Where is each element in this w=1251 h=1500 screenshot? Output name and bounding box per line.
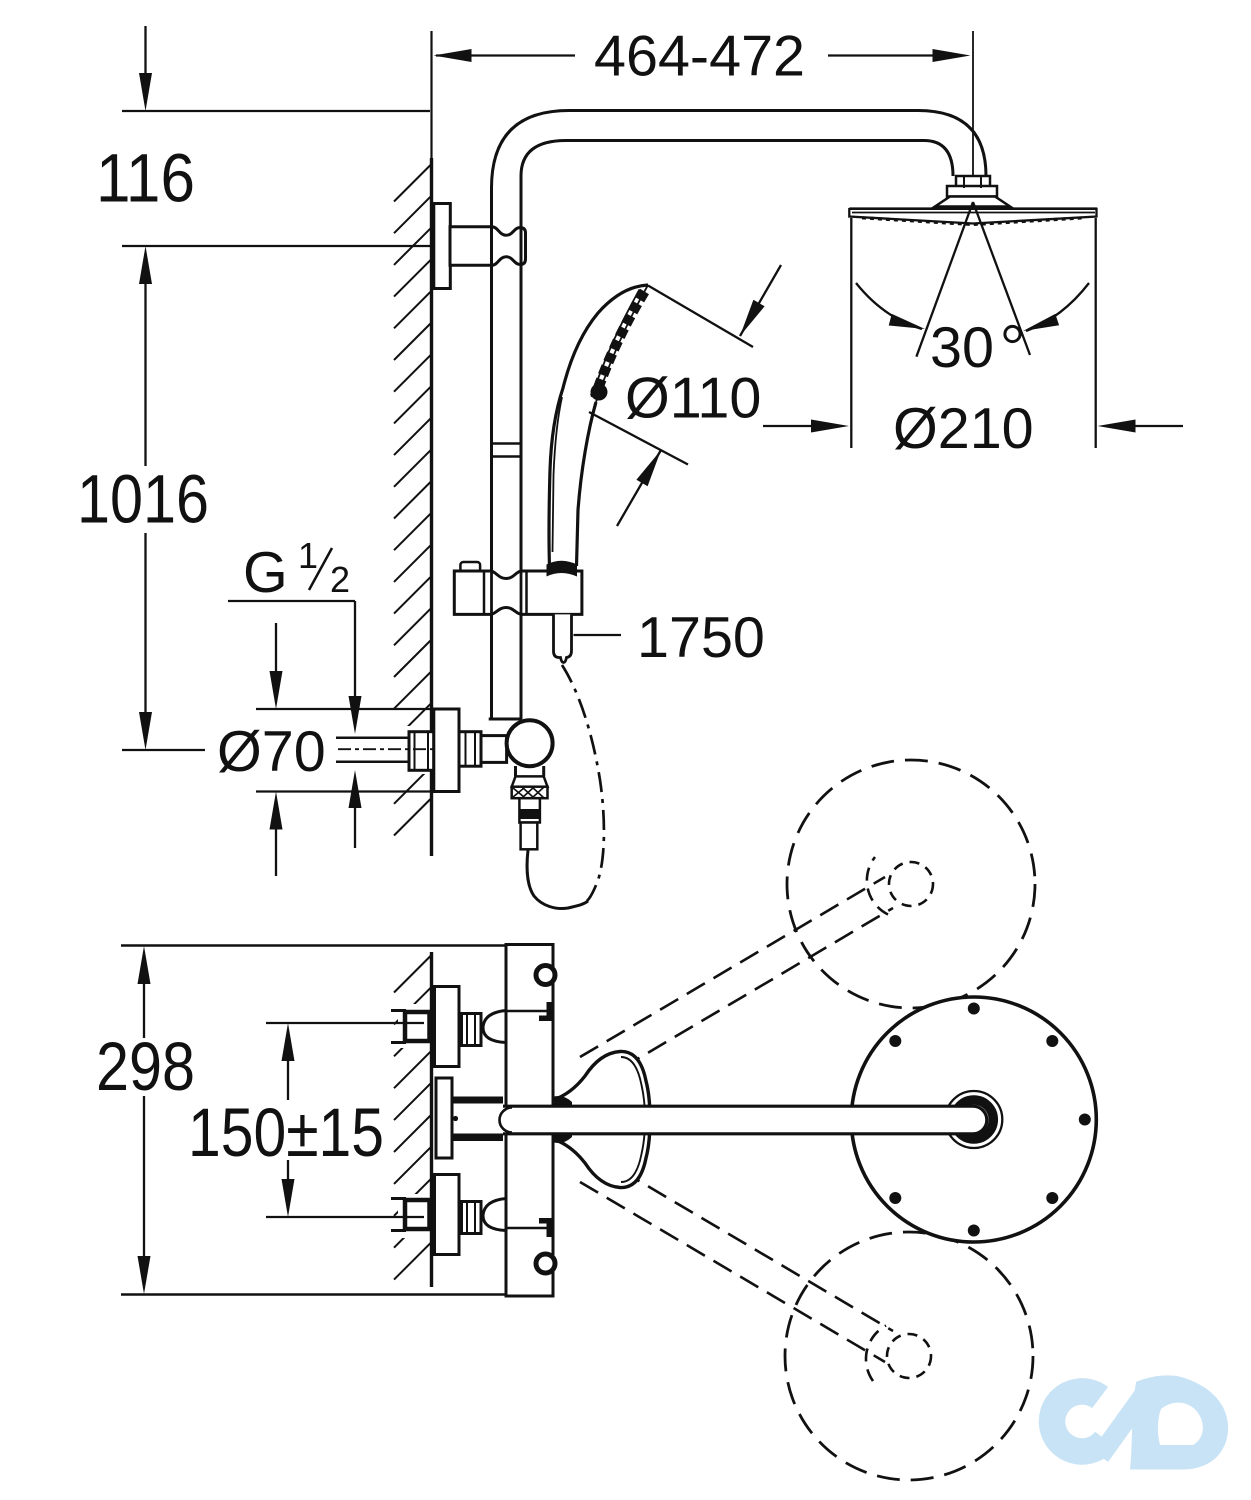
svg-text:Ø110: Ø110 — [625, 367, 761, 431]
svg-text:1: 1 — [298, 535, 318, 576]
svg-text:Ø210: Ø210 — [893, 397, 1034, 461]
svg-text:464-472: 464-472 — [594, 25, 805, 89]
svg-text:G: G — [243, 541, 288, 605]
svg-text:116: 116 — [96, 140, 195, 217]
svg-text:1016: 1016 — [77, 461, 209, 538]
svg-text:1750: 1750 — [637, 606, 765, 670]
svg-text:30: 30 — [930, 316, 994, 380]
svg-text:298: 298 — [96, 1028, 195, 1105]
svg-text:2: 2 — [330, 559, 350, 600]
svg-text:Ø70: Ø70 — [217, 720, 326, 784]
svg-text:150±15: 150±15 — [188, 1094, 384, 1171]
